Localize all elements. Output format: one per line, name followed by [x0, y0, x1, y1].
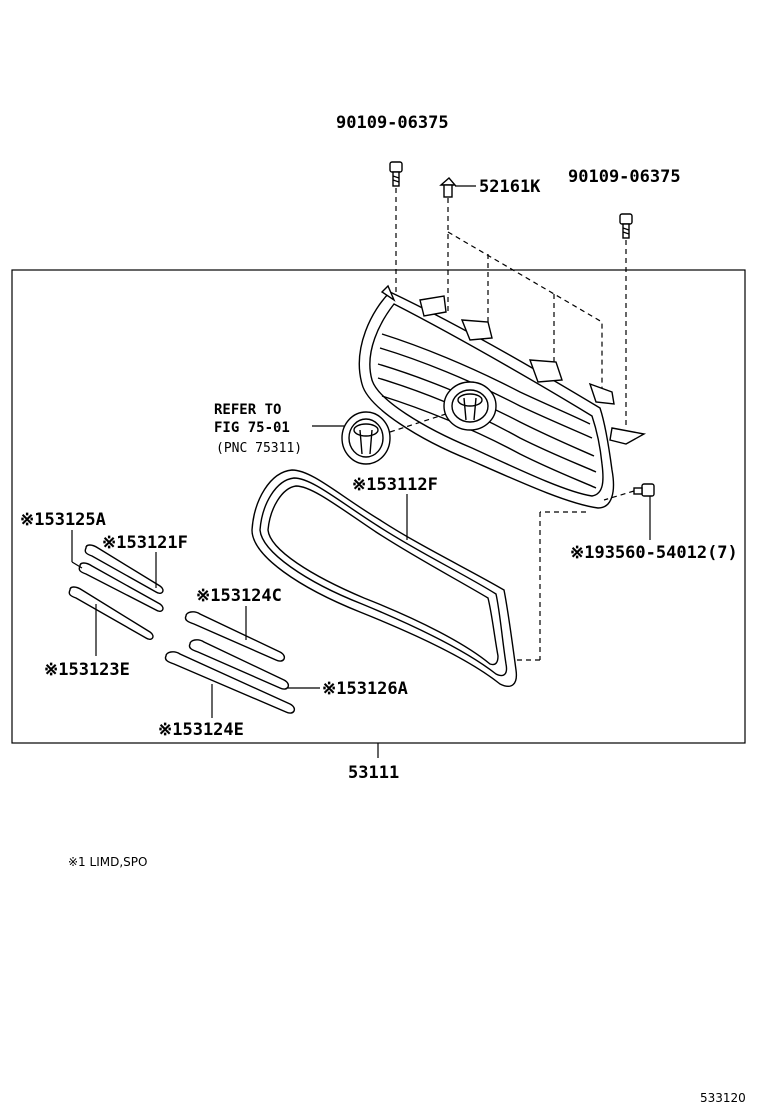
label-bolt-right: 90109-06375 — [568, 167, 681, 187]
emblem-icon — [341, 411, 391, 465]
strip-121f — [84, 544, 164, 595]
bolt-right-icon — [619, 213, 633, 239]
footnote: ※1 LIMD,SPO — [68, 855, 147, 869]
strip-125a — [78, 562, 164, 613]
label-emblem-ref-1: REFER TO — [214, 402, 281, 418]
label-bolt-top: 90109-06375 — [336, 113, 449, 133]
label-strip-124c: ※153124C — [196, 586, 282, 606]
strip-124c — [184, 611, 286, 662]
strip-124e — [164, 651, 296, 714]
clip-icon — [439, 177, 457, 198]
bolt-top-icon — [389, 161, 403, 187]
label-assembly: 53111 — [348, 763, 399, 783]
label-emblem-ref-2: FIG 75-01 — [214, 420, 290, 436]
grille-body — [358, 284, 647, 509]
label-clip: 52161K — [479, 177, 541, 197]
strip-126a — [188, 639, 290, 690]
label-screw: ※193560-54012(7) — [570, 543, 738, 563]
label-strip-125a: ※153125A — [20, 510, 106, 530]
label-molding-frame: ※153112F — [352, 475, 438, 495]
label-strip-124e: ※153124E — [158, 720, 244, 740]
screw-icon — [633, 483, 655, 497]
strip-123e — [68, 586, 154, 641]
label-emblem-ref-3: (PNC 75311) — [216, 441, 302, 456]
label-strip-126a: ※153126A — [322, 679, 408, 699]
figure-code: 533120 — [700, 1091, 746, 1105]
molding-frame — [251, 469, 518, 688]
label-strip-121f: ※153121F — [102, 533, 188, 553]
label-strip-123e: ※153123E — [44, 660, 130, 680]
